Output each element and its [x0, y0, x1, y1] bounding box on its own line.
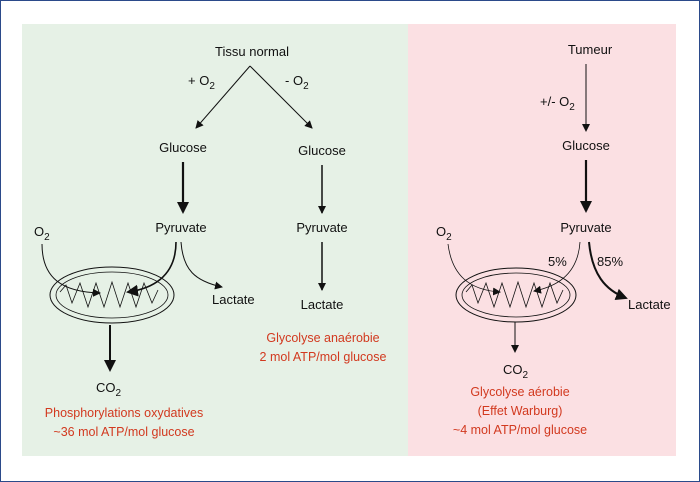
tumor-panel [408, 24, 676, 456]
pm-o2-label: +/- O2 [540, 94, 575, 113]
normal-title: Tissu normal [215, 44, 289, 59]
arrow-tumor-o2-into-mito [447, 243, 501, 296]
normal-tissue-panel [22, 24, 408, 456]
aerobic-caption-line1: Glycolyse aérobie [470, 385, 569, 399]
lactate-left: Lactate [212, 292, 255, 307]
tumor-o2: O2 [436, 224, 452, 243]
arrow-pyruvate-into-mito-left [126, 241, 177, 297]
aerobic-caption-line2: (Effet Warburg) [478, 404, 563, 418]
arrow-to-glucose-anaerobic [249, 65, 313, 129]
oxphos-caption-line1: Phosphorylations oxydatives [45, 406, 203, 420]
lactate-mid: Lactate [301, 297, 344, 312]
anaerobic-caption-line1: Glycolyse anaérobie [266, 331, 379, 345]
o2-left: O2 [34, 224, 50, 243]
arrow-tumor-pyruvate-into-mito [533, 241, 581, 294]
pyruvate-left: Pyruvate [155, 220, 206, 235]
tumor-pyruvate: Pyruvate [560, 220, 611, 235]
mitochondrion-tumor-icon [455, 267, 577, 323]
tumor-co2: CO2 [503, 362, 529, 381]
plus-o2-label: + O2 [188, 73, 215, 92]
co2-left: CO2 [96, 380, 122, 399]
arrow-pyruvate-to-lactate-left [180, 241, 223, 290]
minus-o2-label: - O2 [285, 73, 309, 92]
pct-mito-label: 5% [548, 254, 567, 269]
tumor-glucose: Glucose [562, 138, 610, 153]
tumor-title: Tumeur [568, 42, 613, 57]
aerobic-caption-line3: ~4 mol ATP/mol glucose [453, 423, 587, 437]
anaerobic-caption-line2: 2 mol ATP/mol glucose [260, 350, 387, 364]
arrow-to-glucose-aerobic [195, 65, 251, 129]
arrow-o2-into-mito-left [41, 243, 101, 297]
pct-lactate-label: 85% [597, 254, 623, 269]
glucose-left: Glucose [159, 140, 207, 155]
glucose-mid: Glucose [298, 143, 346, 158]
tumor-lactate: Lactate [628, 297, 671, 312]
oxphos-caption-line2: ~36 mol ATP/mol glucose [53, 425, 194, 439]
mitochondrion-left-icon [49, 266, 175, 324]
arrow-tumor-pyruvate-to-lactate [588, 241, 628, 301]
pyruvate-mid: Pyruvate [296, 220, 347, 235]
